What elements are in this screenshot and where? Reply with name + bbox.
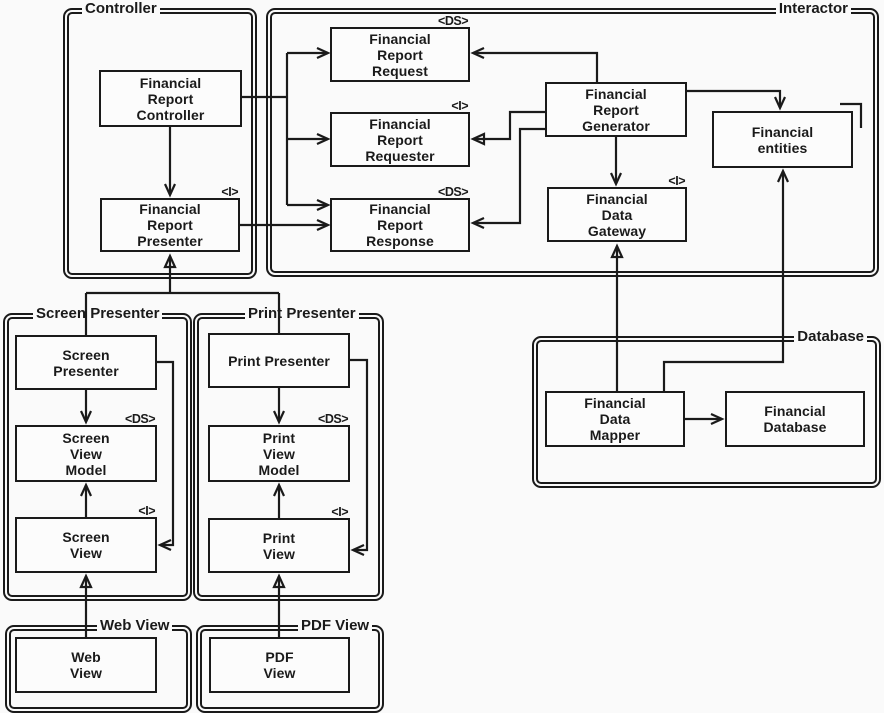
node-label: Screen View Model [62, 429, 110, 478]
interface-stereotype: <I> [451, 99, 468, 113]
node-label: Print Presenter [228, 352, 330, 369]
node-financial-report-presenter: <I> Financial Report Presenter [100, 185, 240, 252]
node-label: Financial Data Mapper [584, 395, 646, 443]
group-title-database: Database [794, 328, 867, 346]
node-financial-report-request: <DS> Financial Report Request [330, 14, 470, 82]
group-interactor: Interactor [266, 0, 879, 277]
node-label: Financial Data Gateway [586, 190, 648, 239]
data-structure-stereotype: <DS> [318, 412, 348, 426]
node-print-view-model: <DS> Print View Model [208, 412, 350, 482]
node-label: Print View Model [258, 429, 300, 478]
group-print-presenter: Print Presenter [193, 305, 384, 601]
group-title-web-view: Web View [97, 617, 173, 635]
interface-stereotype: <I> [221, 185, 238, 199]
node-label: Screen View [62, 529, 110, 561]
node-label: PDF View [263, 649, 296, 681]
node-label: Print View [262, 529, 296, 562]
node-financial-data-mapper: Financial Data Mapper [545, 391, 685, 447]
node-print-presenter: Print Presenter [208, 333, 350, 388]
node-print-view: <I> Print View [208, 505, 350, 573]
group-title-screen-presenter: Screen Presenter [33, 305, 163, 323]
node-screen-view: <I> Screen View [15, 504, 157, 573]
node-label: Financial Report Response [366, 201, 434, 249]
data-structure-stereotype: <DS> [438, 14, 468, 28]
group-title-pdf-view: PDF View [298, 617, 373, 635]
node-label: Screen Presenter [53, 346, 119, 379]
group-pdf-view: PDF View [196, 617, 384, 713]
node-financial-entities: Financial entities [712, 111, 853, 168]
interface-stereotype: <I> [138, 504, 155, 518]
node-financial-database: Financial Database [725, 391, 865, 447]
interface-stereotype: <I> [668, 174, 685, 188]
node-web-view: Web View [15, 637, 157, 693]
node-label: Financial Report Request [369, 30, 431, 79]
node-label: Financial Report Requester [365, 115, 435, 164]
group-title-interactor: Interactor [775, 0, 851, 18]
node-screen-view-model: <DS> Screen View Model [15, 412, 157, 482]
node-financial-report-generator: Financial Report Generator [545, 82, 687, 137]
group-screen-presenter: Screen Presenter [3, 305, 192, 601]
group-title-print-presenter: Print Presenter [245, 305, 359, 323]
node-financial-report-response: <DS> Financial Report Response [330, 185, 470, 252]
node-label: Financial Database [763, 403, 827, 435]
group-web-view: Web View [5, 617, 192, 713]
node-label: Financial Report Generator [582, 85, 650, 134]
data-structure-stereotype: <DS> [125, 412, 155, 426]
group-controller: Controller [63, 0, 257, 279]
data-structure-stereotype: <DS> [438, 185, 468, 199]
node-label: Financial entities [751, 123, 814, 156]
group-title-controller: Controller [82, 0, 160, 18]
node-financial-data-gateway: <I> Financial Data Gateway [547, 174, 687, 242]
node-label: Financial Report Controller [136, 74, 205, 123]
node-financial-report-requester: <I> Financial Report Requester [330, 99, 470, 167]
node-label: Financial Report Presenter [137, 201, 203, 249]
interface-stereotype: <I> [331, 505, 348, 519]
node-financial-report-controller: Financial Report Controller [99, 70, 242, 127]
node-screen-presenter: Screen Presenter [15, 335, 157, 390]
node-label: Web View [69, 649, 103, 681]
node-pdf-view: PDF View [209, 637, 350, 693]
